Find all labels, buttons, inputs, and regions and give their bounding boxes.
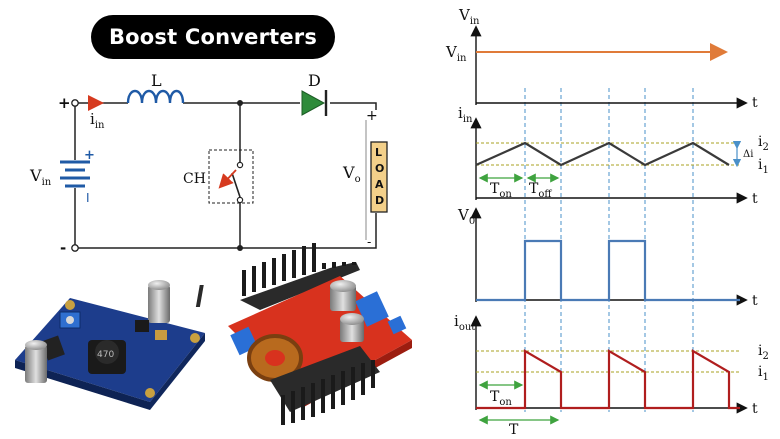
label-iin: iin (90, 110, 105, 131)
iin-delta-label: Δi (743, 149, 753, 160)
vo-plus: + (366, 108, 378, 124)
label-minus: - (60, 239, 66, 257)
iin-toff-label: Toff (529, 181, 552, 200)
switch-blade (231, 172, 241, 198)
battery-minus: I (86, 191, 90, 205)
vin-axis-label: Vin (458, 6, 480, 27)
label-diode: D (308, 71, 321, 90)
iin-i1-label: i1 (758, 157, 769, 176)
switch-arrow (218, 169, 237, 189)
inductor-marking: 470 (97, 350, 114, 360)
iout-period-label: T (509, 422, 519, 438)
battery-plus: + (84, 148, 95, 163)
battery-symbol (60, 160, 90, 188)
svg-text:D: D (375, 194, 384, 207)
vin-t-label: t (752, 95, 758, 111)
switch-box (208, 149, 254, 204)
iin-ton-label: Ton (490, 181, 512, 200)
load-box (370, 141, 388, 213)
module-photo-red (195, 243, 412, 425)
label-vin-source: Vin (29, 166, 52, 188)
circuit-schematic: + - iin L D + I Vin CH + - Vo (29, 71, 388, 257)
iout-i2-label: i2 (758, 343, 769, 362)
v0-plot: V0 t (457, 206, 758, 309)
iout-i1-label: i1 (758, 364, 769, 383)
inductor-coil (126, 89, 185, 104)
waveform-panel: Vin Vin t iin i2 i1 Δi t Ton Toff (445, 6, 769, 438)
v0-axis-label: V0 (457, 206, 475, 227)
v0-waveform (476, 239, 740, 302)
iin-t-label: t (752, 191, 758, 207)
label-switch: CH (183, 171, 206, 187)
iout-axis-label: iout (454, 312, 475, 333)
node-top (237, 100, 243, 106)
iout-waveform (476, 349, 740, 410)
iin-waveform (475, 141, 730, 167)
svg-text:O: O (375, 162, 384, 175)
label-inductor: L (151, 71, 162, 90)
wire-bottom (75, 213, 377, 249)
vo-minus: - (367, 235, 371, 249)
title-badge: Boost Converters (91, 15, 335, 59)
svg-text:A: A (375, 178, 384, 191)
label-plus: + (58, 94, 71, 112)
terminal-plus (71, 99, 79, 107)
terminal-minus (71, 244, 79, 252)
node-bottom (237, 245, 243, 251)
iin-axis-label: iin (458, 104, 473, 125)
label-vo: Vo (342, 163, 361, 185)
v0-t-label: t (752, 293, 758, 309)
svg-text:L: L (375, 146, 382, 159)
iin-plot: iin i2 i1 Δi t Ton Toff (458, 104, 769, 207)
iout-plot: iout i2 i1 t Ton T (454, 312, 769, 438)
diode-symbol (301, 90, 326, 116)
wire-top (75, 102, 377, 110)
vin-plot: Vin Vin t (445, 6, 758, 111)
page-title: Boost Converters (108, 25, 318, 49)
iin-i2-label: i2 (758, 134, 769, 153)
iout-t-label: t (752, 401, 758, 417)
iout-ton-label: Ton (490, 389, 512, 408)
module-photo-blue: 470 (15, 280, 205, 410)
vin-level-label: Vin (445, 43, 467, 64)
